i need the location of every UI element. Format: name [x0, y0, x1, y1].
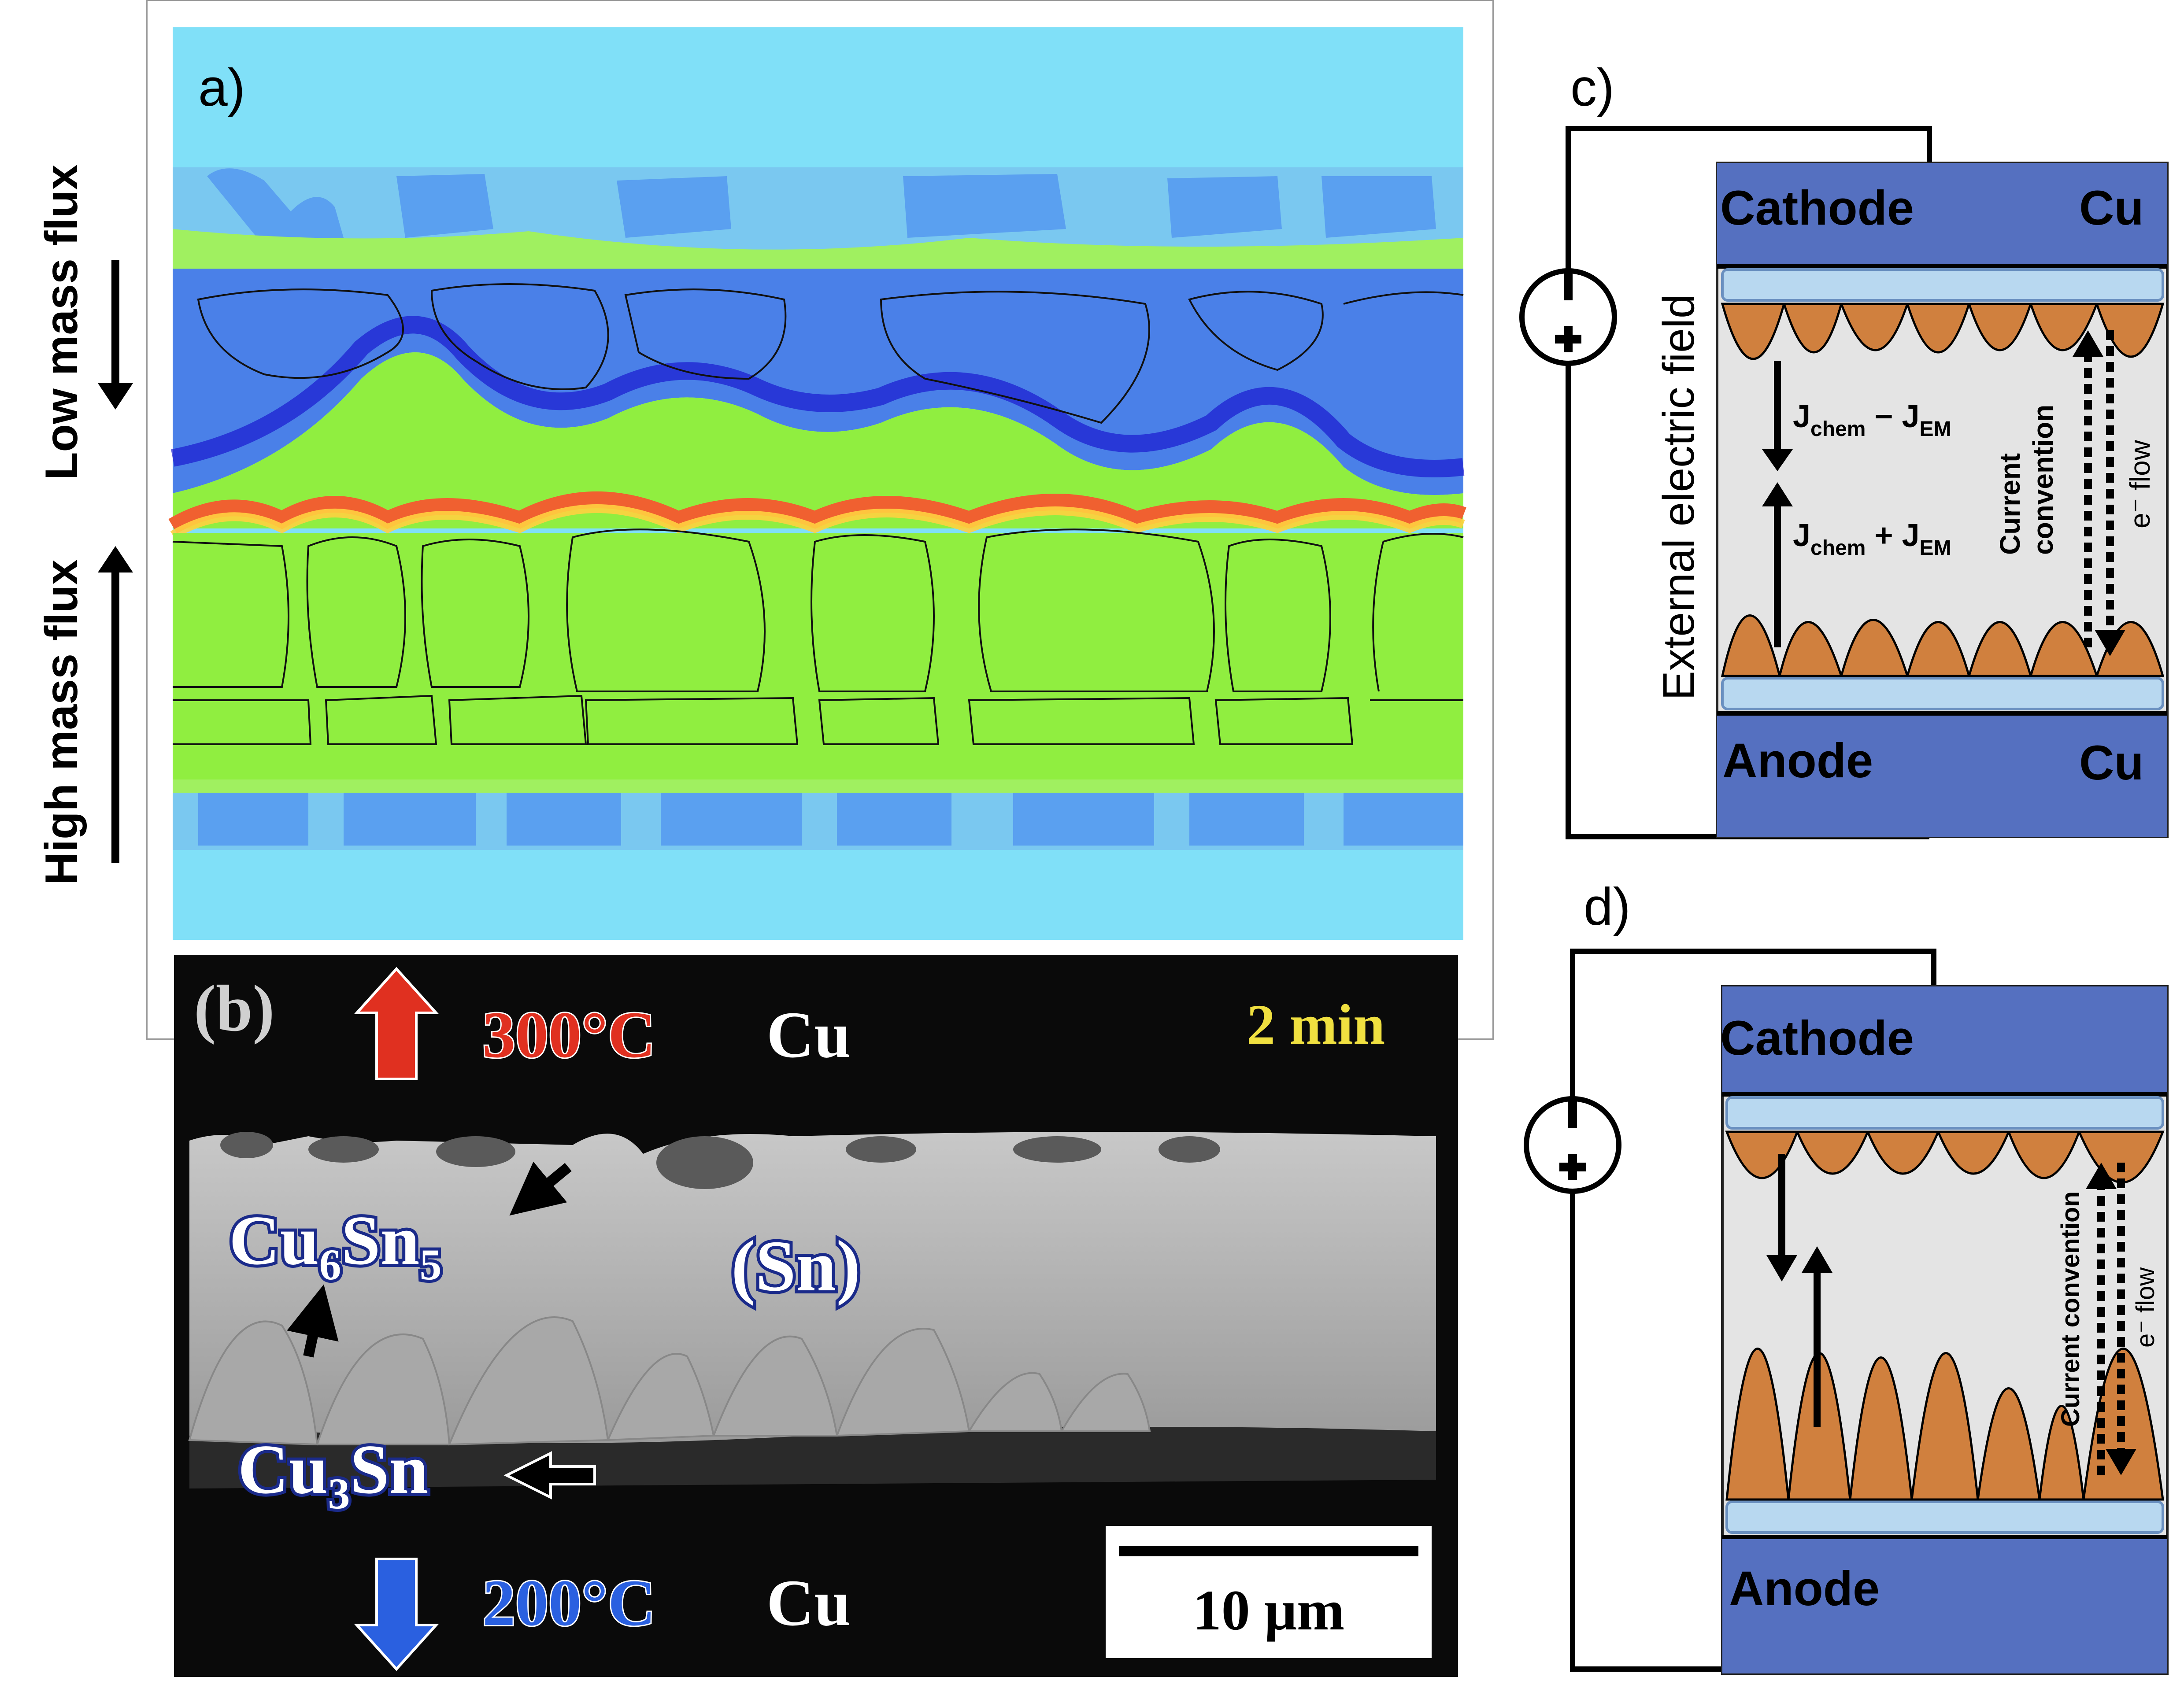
battery-d-minus-icon	[1568, 1100, 1577, 1128]
cu3sn-arrow-icon	[503, 1451, 596, 1500]
panel-c: c) Cathode	[1519, 58, 2169, 839]
sn-solder-region	[173, 352, 1463, 528]
field-label: External electric field	[1654, 294, 1703, 700]
panel-a-label: a)	[198, 58, 245, 117]
external-circuit-wire-d	[1570, 949, 1936, 1672]
cathode-d-electrode	[1722, 986, 2167, 1094]
cathode-c-grains	[1721, 303, 2165, 360]
lower-imc-layer	[173, 533, 1463, 779]
bottom-temperature: 200°C	[482, 1566, 655, 1640]
anode-c-label: Anode	[1722, 734, 1873, 788]
cu6sn5-label: Cu6Sn5	[226, 1198, 445, 1292]
svg-text:Cu6Sn5: Cu6Sn5	[229, 1201, 442, 1289]
high-flux-arrow-head	[98, 546, 133, 573]
top-temperature: 300°C	[482, 998, 655, 1071]
cathode-d-grains	[1725, 1130, 2165, 1184]
low-flux-label: Low mass flux	[36, 164, 87, 480]
svg-text:Cu3Sn: Cu3Sn	[238, 1430, 429, 1518]
scale-bar	[1119, 1546, 1418, 1556]
cathode-c-electrode	[1717, 163, 2167, 266]
eflow-c-label: e⁻ flow	[2124, 440, 2156, 528]
cu6sn5-arrow-right	[509, 1161, 572, 1216]
sn-label: (Sn)	[731, 1226, 860, 1306]
anode-c-grains	[1721, 614, 2165, 677]
cu6sn5-arrow-up	[287, 1284, 339, 1358]
anode-c-electrode	[1717, 713, 2167, 837]
panel-c-label: c)	[1570, 58, 1614, 117]
external-circuit-wire	[1566, 126, 1932, 839]
cu3sn-label: Cu3Sn	[235, 1427, 432, 1521]
time-label: 2 min	[1247, 993, 1385, 1056]
top-interface-grains	[220, 1132, 1220, 1189]
anode-d-cu3sn-layer	[1725, 1500, 2164, 1534]
left-flux-annotations: Low mass flux High mass flux	[36, 164, 133, 885]
anode-d-label: Anode	[1729, 1562, 1880, 1616]
panel-d: d) Cathode Anode	[1524, 877, 2169, 1675]
lower-hot-front	[168, 491, 1466, 534]
high-flux-label: High mass flux	[36, 559, 87, 885]
j-minus-label: Jchem − JEM	[1793, 399, 1951, 441]
battery-d-icon	[1524, 1096, 1621, 1194]
scale-bar-label: 10 μm	[1193, 1579, 1345, 1642]
battery-minus-icon	[1564, 272, 1573, 300]
cathode-c-cu3sn-layer	[1721, 268, 2164, 302]
anode-c-cu-label: Cu	[2079, 736, 2144, 790]
cathode-c-cu-label: Cu	[2079, 181, 2144, 235]
anode-c-cu3sn-layer	[1721, 677, 2164, 710]
top-cu-label: Cu	[766, 998, 851, 1071]
cold-arrow-icon	[354, 1558, 439, 1671]
hot-arrow-icon	[354, 967, 439, 1080]
lower-grain-outlines	[172, 528, 1464, 745]
bottom-cu-grains	[173, 779, 1463, 850]
cathode-d-cu3sn-layer	[1725, 1096, 2164, 1130]
current-convention-d-label: Current convention	[2056, 1191, 2085, 1427]
panel-b: (b) 300°C Cu 2 min Cu6Sn5 (Sn) Cu3Sn 200…	[174, 955, 1458, 1677]
low-flux-arrow-head	[98, 383, 133, 410]
anode-d-electrode	[1722, 1537, 2167, 1673]
panel-b-label: (b)	[194, 972, 274, 1045]
top-cu-grains	[173, 167, 1463, 271]
cathode-c-label: Cathode	[1720, 181, 1914, 235]
bottom-cu-label: Cu	[766, 1566, 851, 1640]
cu6sn5-scallops	[188, 1316, 1151, 1446]
j-plus-label: Jchem + JEM	[1793, 518, 1951, 560]
eflow-d-label: e⁻ flow	[2131, 1267, 2160, 1348]
battery-icon	[1519, 268, 1617, 366]
current-convention-c-label: Currentconvention	[1994, 405, 2059, 555]
cathode-d-label: Cathode	[1720, 1011, 1914, 1065]
panel-a: a) Low mass flux High mass flux	[36, 0, 1494, 1040]
panel-d-label: d)	[1584, 877, 1631, 936]
upper-grain-outlines	[197, 283, 1464, 424]
